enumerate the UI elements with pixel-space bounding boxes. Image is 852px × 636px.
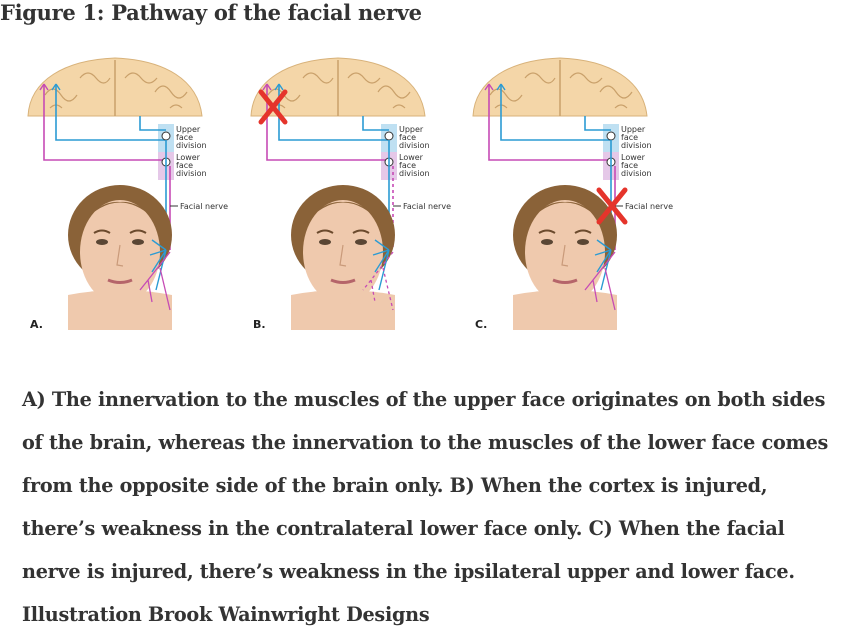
facial-nerve-label: Facial nerve (625, 202, 673, 211)
left-brow (538, 229, 556, 234)
lower-branches (139, 251, 171, 311)
neck (68, 290, 172, 330)
upper-branches (594, 239, 612, 291)
upper-face-pathway (139, 116, 166, 131)
lower-face-division-label: division (176, 169, 207, 178)
right-brow (352, 229, 370, 234)
figure-title: Figure 1: Pathway of the facial nerve (0, 0, 422, 25)
lower-face-division-label: division (399, 169, 430, 178)
upper-nucleus (384, 131, 394, 141)
cortex-injury-x-icon (258, 89, 288, 125)
right-eye (355, 239, 367, 245)
lower-face-division-label: Lower (176, 153, 201, 162)
upper-face-pathway (584, 116, 611, 131)
left-eye (319, 239, 331, 245)
upper-face-division-label: division (621, 141, 652, 150)
panel-letter: B. (253, 318, 266, 331)
left-eye (541, 239, 553, 245)
right-brow (574, 229, 592, 234)
upper-face-division-label: division (176, 141, 207, 150)
right-eye (132, 239, 144, 245)
upper-nucleus (606, 131, 616, 141)
upper-face-pathway-contralateral (500, 84, 611, 141)
left-brow (93, 229, 111, 234)
nose (339, 244, 347, 267)
lower-face-division-label: division (621, 169, 652, 178)
figure-caption: A) The innervation to the muscles of the… (22, 388, 829, 626)
face (303, 200, 383, 304)
nose (561, 244, 569, 267)
lower-face-division-label: face (399, 161, 416, 170)
lower-face-division-label: face (621, 161, 638, 170)
left-eye (96, 239, 108, 245)
upper-branches (372, 239, 390, 291)
facial-nerve-label: Facial nerve (180, 202, 228, 211)
lower-face-division-label: Lower (621, 153, 646, 162)
upper-nucleus (161, 131, 171, 141)
upper-face-division-label: Upper (621, 125, 646, 134)
upper-branches (149, 239, 167, 291)
nerve-injury-x-icon (596, 187, 628, 225)
upper-face-division-label: Upper (399, 125, 424, 134)
upper-face-division-label: face (176, 133, 193, 142)
upper-face-division-label: face (621, 133, 638, 142)
neck (513, 290, 617, 330)
left-brow (316, 229, 334, 234)
panel-letter: C. (475, 318, 487, 331)
mouth (107, 278, 133, 284)
upper-face-division-label: Upper (176, 125, 201, 134)
mouth (330, 278, 356, 284)
lower-face-division-label: Lower (399, 153, 424, 162)
face (525, 200, 605, 304)
nose (116, 244, 124, 267)
lower-face-division-label: face (176, 161, 193, 170)
upper-face-pathway-contralateral (55, 84, 166, 141)
mouth (552, 278, 578, 284)
right-brow (129, 229, 147, 234)
lower-branches (362, 251, 394, 311)
upper-face-division-label: face (399, 133, 416, 142)
upper-face-division-label: division (399, 141, 430, 150)
facial-nerve-label: Facial nerve (403, 202, 451, 211)
lower-branches (584, 251, 616, 311)
lower-face-pathway (266, 84, 389, 161)
neck (291, 290, 395, 330)
face (80, 200, 160, 304)
lower-face-pathway (488, 84, 611, 161)
upper-face-pathway (362, 116, 389, 131)
panel-letter: A. (30, 318, 43, 331)
right-eye (577, 239, 589, 245)
lower-face-pathway (43, 84, 166, 161)
